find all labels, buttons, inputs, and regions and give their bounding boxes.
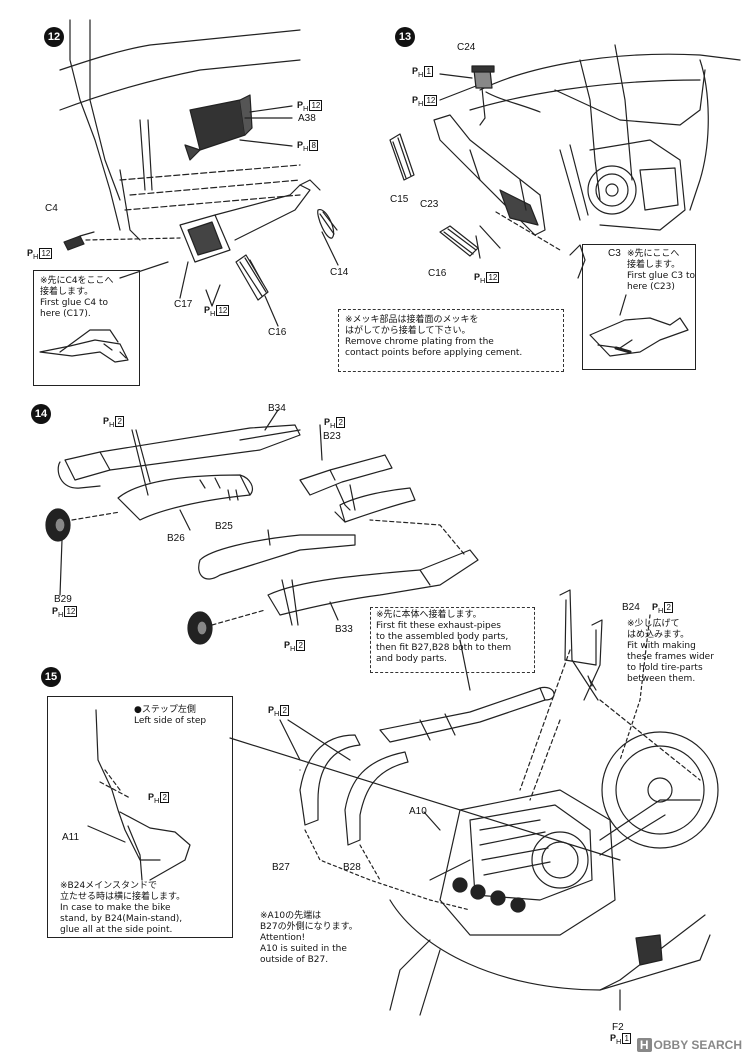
- part-label-c23: C23: [420, 199, 439, 210]
- part-label-c3: C3: [608, 248, 621, 259]
- part-label-a38: A38: [298, 113, 316, 124]
- part-label-c14: C14: [330, 267, 349, 278]
- step-left-inset-box: [47, 696, 233, 938]
- step13-illustration: [389, 44, 741, 357]
- exhaust-note-box: [370, 607, 535, 673]
- part-label-a11: A11: [62, 832, 80, 843]
- part-label-c16-step13: C16: [428, 268, 447, 279]
- step14-illustration: [45, 409, 479, 645]
- part-label-c16: C16: [268, 327, 287, 338]
- stand-note: ※B24メインスタンドで立たせる時は横に接着します。In case to mak…: [60, 881, 186, 935]
- step-number-13: 13: [395, 27, 415, 47]
- part-label-b24: B24: [622, 602, 640, 613]
- part-label-b34: B34: [268, 403, 286, 414]
- c3-note-box: [582, 244, 696, 370]
- c4-note-box: [33, 270, 140, 386]
- part-label-b23: B23: [323, 431, 341, 442]
- part-label-b27: B27: [272, 862, 290, 873]
- part-label-b29: B29: [54, 594, 72, 605]
- part-label-c17: C17: [174, 299, 193, 310]
- part-label-b25: B25: [215, 521, 233, 532]
- c4-inset-illustration: [39, 261, 169, 363]
- part-label-b33: B33: [335, 624, 353, 635]
- exhaust-note: ※先に本体へ接着します。First fit these exhaust-pipe…: [376, 610, 512, 664]
- step-number-14: 14: [31, 404, 51, 424]
- part-label-b26: B26: [167, 533, 185, 544]
- step-number-15: 15: [41, 667, 61, 687]
- part-label-a10: A10: [409, 806, 427, 817]
- step12-illustration: [59, 19, 339, 327]
- step-number-12: 12: [44, 27, 64, 47]
- chrome-note-box: [338, 309, 564, 372]
- part-label-f2: F2: [612, 1022, 624, 1033]
- part-label-c24: C24: [457, 42, 476, 53]
- part-label-b28: B28: [343, 862, 361, 873]
- part-label-c4: C4: [45, 203, 58, 214]
- chrome-note: ※メッキ部品は接着面のメッキをはがしてから接着して下さい。Remove chro…: [345, 315, 523, 358]
- part-label-c15: C15: [390, 194, 409, 205]
- step15-illustration: [87, 589, 719, 1016]
